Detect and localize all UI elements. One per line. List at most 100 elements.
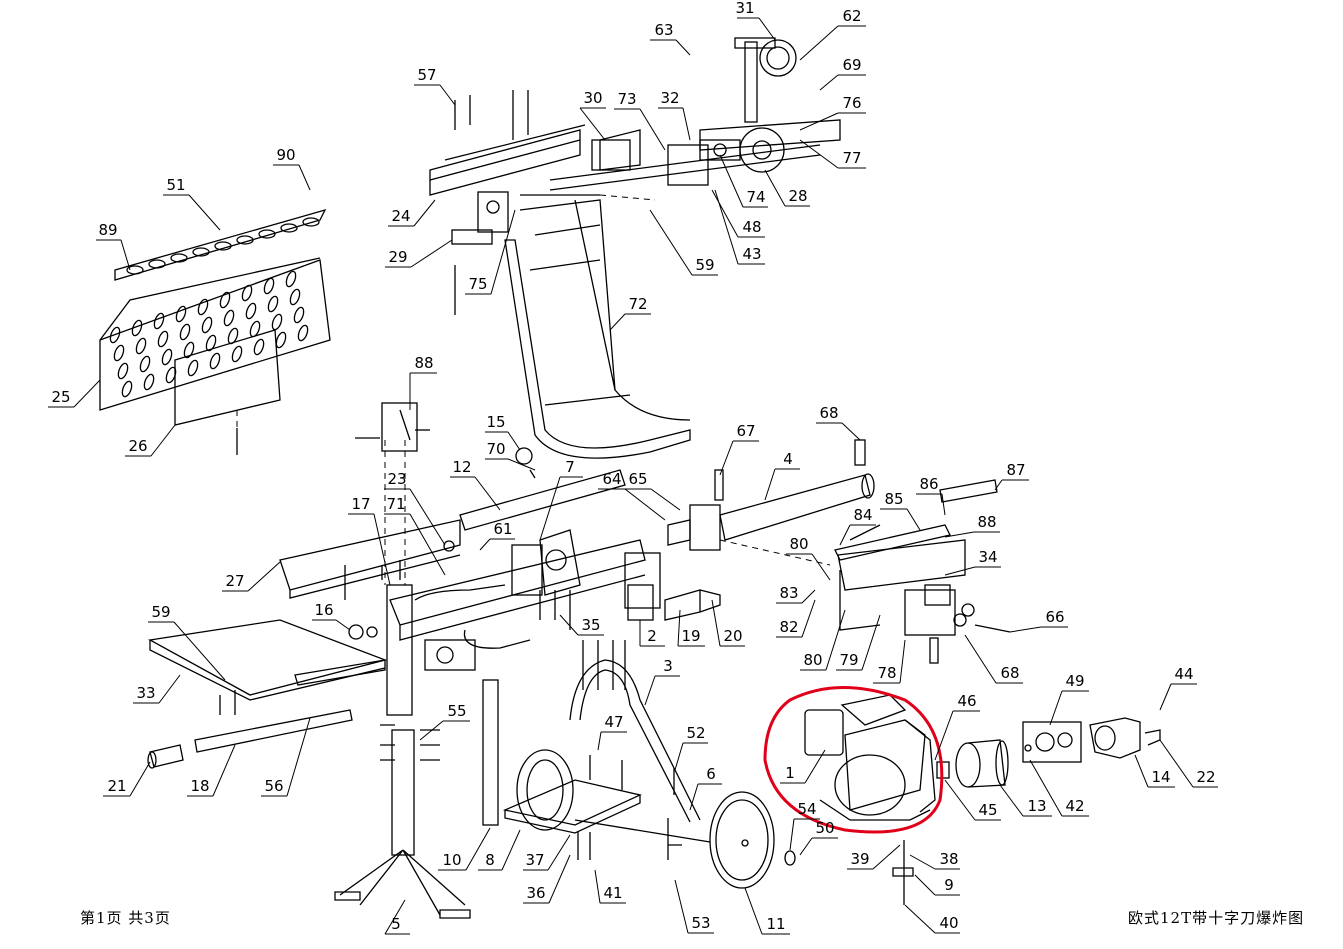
- part-number-label: 24: [391, 207, 410, 225]
- front-stand: [334, 679, 499, 919]
- leader-line: [614, 108, 666, 151]
- leader-line: [674, 879, 714, 934]
- part-number-label: 55: [447, 702, 466, 720]
- winch-assembly: [549, 37, 841, 191]
- part-number-label: 31: [735, 0, 754, 17]
- part-number-label: 21: [107, 777, 126, 795]
- part-number-label: 42: [1065, 797, 1084, 815]
- leader-line: [776, 599, 816, 638]
- hydraulic-cylinder: [667, 439, 875, 551]
- leader-line: [719, 154, 768, 208]
- part-number-label: 25: [51, 388, 70, 406]
- leader-line: [273, 164, 311, 191]
- leader-line: [650, 39, 691, 56]
- part-number-label: 57: [417, 66, 436, 84]
- leader-line: [384, 513, 446, 576]
- side-guard: [99, 208, 331, 426]
- part-number-label: 79: [839, 651, 858, 669]
- part-number-label: 72: [628, 295, 647, 313]
- part-number-label: 8: [485, 851, 495, 869]
- leader-line: [916, 493, 946, 516]
- leader-line: [764, 468, 800, 501]
- part-number-label: 19: [681, 627, 700, 645]
- leader-line: [385, 239, 453, 268]
- part-number-label: 82: [779, 618, 798, 636]
- pump-assembly: [936, 717, 1161, 788]
- leader-line: [48, 379, 101, 408]
- leader-line: [103, 761, 151, 797]
- part-number-label: 77: [842, 149, 861, 167]
- part-number-label: 6: [706, 765, 716, 783]
- leader-line: [1159, 683, 1197, 711]
- part-number-label: 13: [1027, 797, 1046, 815]
- leader-line: [689, 783, 722, 811]
- part-number-label: 90: [276, 146, 295, 164]
- part-number-label: 9: [944, 876, 954, 894]
- part-number-label: 40: [939, 914, 958, 932]
- leader-line: [816, 422, 861, 441]
- leader-line: [523, 834, 571, 871]
- leader-line: [559, 614, 604, 636]
- part-number-label: 36: [526, 884, 545, 902]
- part-number-label: 30: [583, 89, 602, 107]
- leader-line: [594, 869, 626, 904]
- part-number-label: 63: [654, 21, 673, 39]
- part-number-label: 50: [815, 819, 834, 837]
- leader-line: [944, 566, 1001, 576]
- leader-line: [873, 639, 906, 684]
- part-number-label: 62: [842, 7, 861, 25]
- leader-line: [312, 619, 351, 631]
- handle: [147, 709, 353, 769]
- part-number-label: 75: [468, 275, 487, 293]
- leader-line: [597, 731, 627, 751]
- part-number-label: 66: [1045, 608, 1064, 626]
- part-number-label: 51: [166, 176, 185, 194]
- leader-line: [819, 74, 866, 91]
- leader-line: [934, 710, 980, 761]
- part-number-label: 18: [190, 777, 209, 795]
- leader-line: [1159, 739, 1218, 788]
- part-number-label: 11: [766, 915, 785, 933]
- part-number-label: 78: [877, 664, 896, 682]
- leader-line: [800, 609, 846, 671]
- leader-line: [764, 169, 810, 207]
- leader-line: [737, 17, 776, 41]
- part-number-label: 70: [486, 440, 505, 458]
- leader-line: [744, 887, 790, 935]
- leader-line: [485, 431, 521, 451]
- leader-line: [711, 599, 745, 647]
- part-number-label: 45: [978, 801, 997, 819]
- leader-line: [658, 107, 691, 141]
- part-number-label: 12: [452, 458, 471, 476]
- engine-highlight-ring: [763, 686, 944, 834]
- leader-line: [579, 107, 606, 141]
- leader-line: [780, 749, 826, 784]
- page-info: 第1页 共3页: [80, 909, 171, 927]
- part-number-label: 69: [842, 56, 861, 74]
- part-number-label: 88: [414, 354, 433, 372]
- part-number-label: 86: [919, 475, 938, 493]
- leader-line: [639, 620, 665, 647]
- part-number-label: 4: [783, 450, 793, 468]
- part-number-label: 68: [819, 404, 838, 422]
- part-number-label: 87: [1006, 461, 1025, 479]
- part-number-label: 67: [736, 422, 755, 440]
- leader-line: [450, 476, 501, 511]
- part-number-label: 39: [850, 850, 869, 868]
- leader-line: [839, 524, 876, 546]
- leader-line: [388, 199, 436, 227]
- leader-line: [776, 589, 816, 604]
- part-number-label: 48: [742, 218, 761, 236]
- leader-line: [539, 476, 583, 541]
- part-number-label: 34: [978, 548, 997, 566]
- part-number-label: 41: [603, 884, 622, 902]
- main-beam: [279, 469, 721, 716]
- leader-line: [649, 209, 718, 276]
- leader-line: [598, 488, 666, 521]
- part-number-label: 54: [797, 800, 816, 818]
- log-table: [148, 619, 388, 701]
- part-number-label: 80: [803, 651, 822, 669]
- part-number-label: 28: [788, 187, 807, 205]
- part-number-label: 29: [388, 248, 407, 266]
